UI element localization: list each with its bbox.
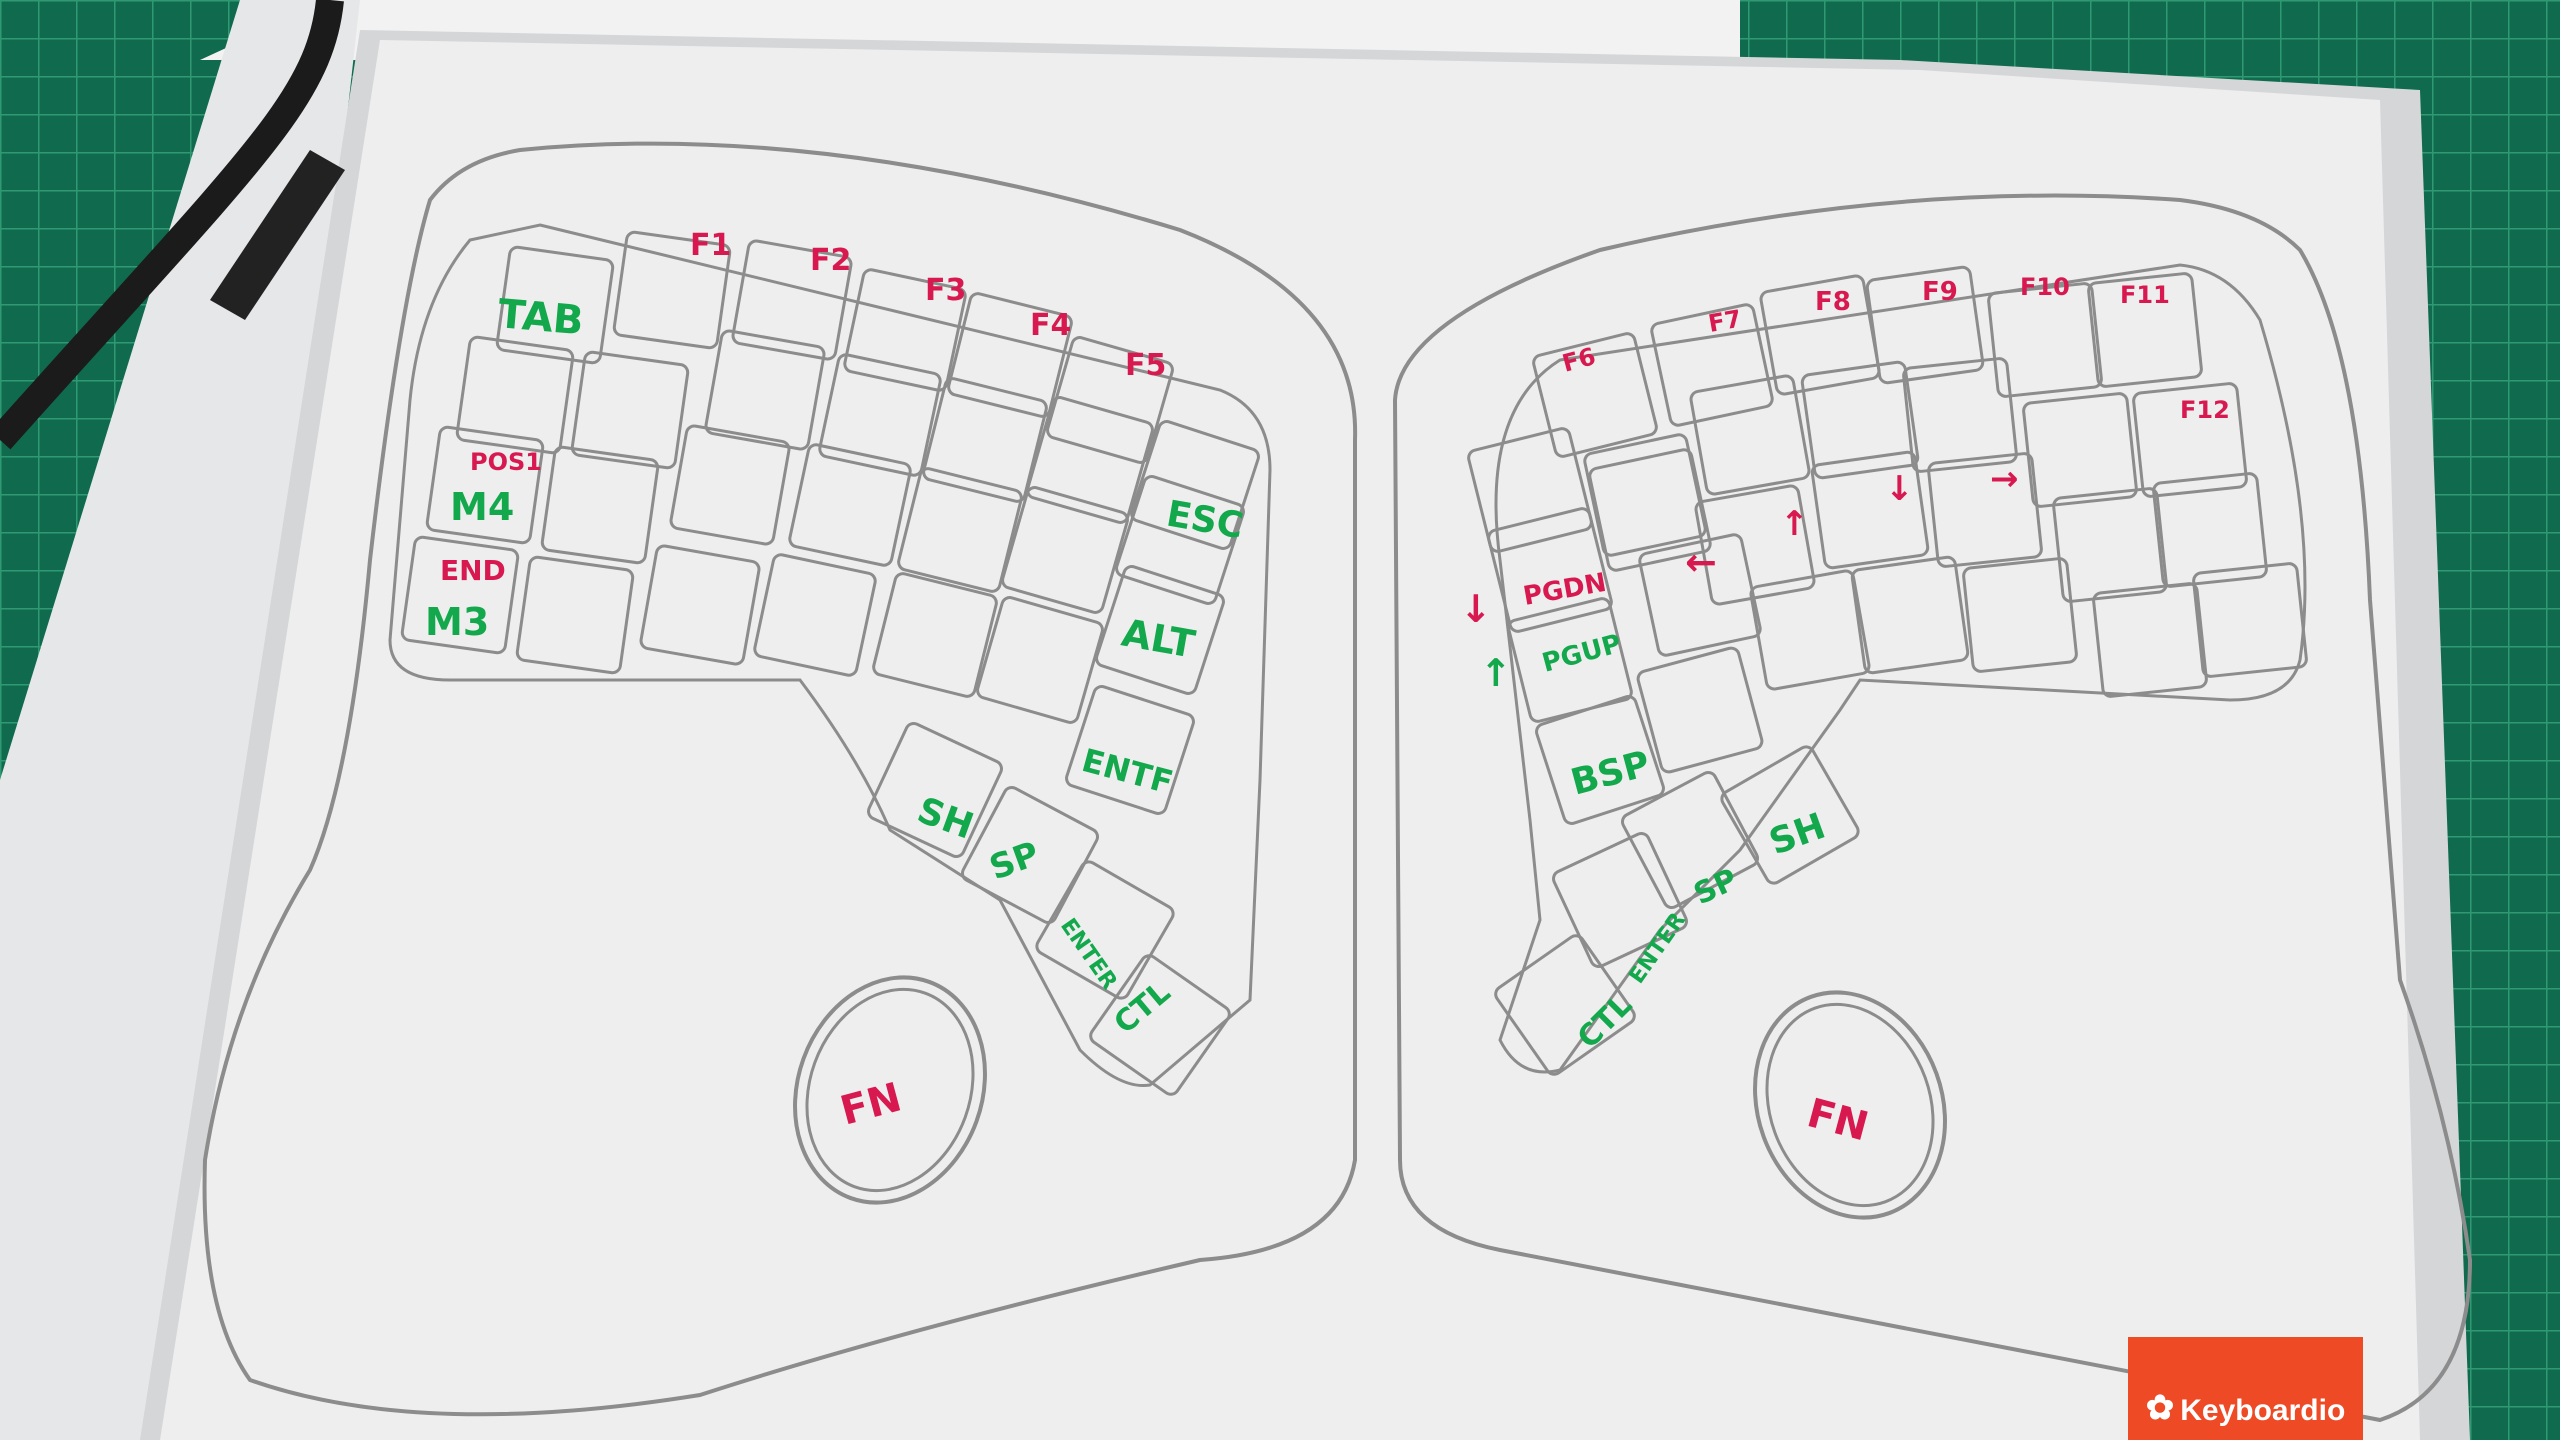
right-f12-label: F12: [2180, 396, 2230, 424]
butterfly-icon: ✿: [2146, 1388, 2175, 1428]
right-side-up-arrow: ↑: [1480, 651, 1512, 695]
right-side-down-arrow: ↓: [1460, 587, 1492, 631]
left-f5-label: F5: [1125, 348, 1166, 383]
left-m3-label: M3: [425, 600, 489, 644]
left-f1-label: F1: [690, 228, 731, 263]
left-tab-label: TAB: [496, 291, 585, 344]
keyboardio-brand-name: Keyboardio: [2180, 1394, 2345, 1428]
right-left-arrow-label: ←: [1685, 540, 1717, 584]
left-f3-label: F3: [925, 273, 966, 308]
right-f8-label: F8: [1815, 287, 1851, 317]
right-f9-label: F9: [1922, 277, 1958, 307]
right-up-arrow-label: ↑: [1780, 504, 1809, 544]
keyboardio-logo: ✿ Keyboardio: [2128, 1337, 2363, 1440]
left-pos1-label: POS1: [470, 448, 542, 476]
right-f7-label: F7: [1706, 305, 1743, 338]
left-m4-label: M4: [450, 485, 514, 529]
left-f4-label: F4: [1030, 308, 1071, 343]
right-f10-label: F10: [2020, 273, 2070, 301]
left-f2-label: F2: [810, 243, 851, 278]
right-f11-label: F11: [2120, 281, 2170, 309]
left-end-label: END: [440, 554, 506, 587]
right-right-arrow-label: →: [1990, 459, 2019, 499]
template-sheet: [160, 40, 2420, 1440]
right-down-arrow-label: ↓: [1885, 469, 1914, 509]
